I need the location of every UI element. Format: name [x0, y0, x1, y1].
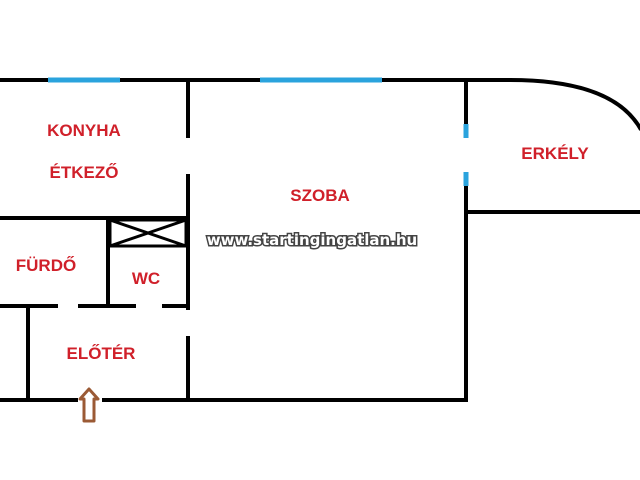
watermark-text: www.startingingatlan.hu	[207, 231, 418, 249]
balcony-curved-wall	[507, 77, 640, 131]
room-label-etkezo: ÉTKEZŐ	[50, 163, 119, 182]
shaft-frame	[108, 218, 188, 248]
up-arrow-icon	[78, 387, 100, 423]
crossed-box-icon	[108, 218, 188, 248]
room-label-erkely: ERKÉLY	[521, 144, 589, 163]
room-label-szoba: SZOBA	[290, 186, 350, 205]
windows	[48, 77, 469, 186]
room-label-konyha: KONYHA	[47, 121, 121, 140]
room-label-eloter: ELŐTÉR	[67, 344, 136, 363]
room-label-wc: WC	[132, 269, 160, 288]
room-label-furdo: FÜRDŐ	[16, 256, 76, 275]
shaft-cross-b	[109, 218, 187, 248]
